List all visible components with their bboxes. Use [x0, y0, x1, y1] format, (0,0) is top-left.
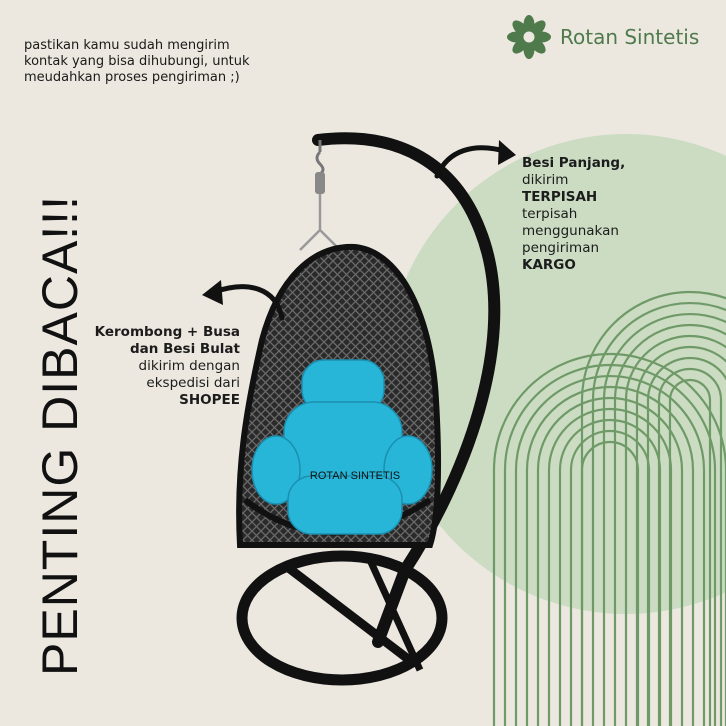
seat-cushion — [287, 475, 403, 535]
chain — [299, 194, 341, 251]
long-pole-heading: Besi Panjang, — [522, 155, 626, 171]
cushion-set — [251, 359, 433, 535]
long-pole-shipping-info: Besi Panjang, dikirim TERPISAH terpisah … — [522, 155, 626, 273]
round-base-frame — [236, 550, 448, 686]
cargo-method: KARGO — [522, 257, 576, 273]
spring — [315, 172, 325, 194]
arch-line-pattern — [492, 290, 726, 726]
flower-logo-icon — [507, 15, 551, 59]
shopee-method: SHOPEE — [179, 392, 240, 408]
long-pole-frame — [312, 132, 501, 648]
green-circle-shape — [386, 134, 726, 614]
basket-shipping-info: Kerombong + Busa dan Besi Bulat dikirim … — [80, 324, 240, 409]
basket-heading-line1: Kerombong + Busa — [94, 324, 240, 340]
arrow-head-left-icon — [202, 280, 223, 305]
separate-emphasis: TERPISAH — [522, 189, 598, 205]
arrow-to-basket-text — [211, 284, 285, 321]
brand-logo: Rotan Sintetis — [506, 14, 699, 60]
arrow-head-right-icon — [498, 140, 516, 165]
basket-heading-line2: dan Besi Bulat — [130, 341, 240, 357]
hanging-hook — [315, 140, 325, 176]
left-side-cushion — [251, 435, 301, 505]
arrow-to-pole — [434, 145, 511, 179]
brand-name: Rotan Sintetis — [560, 25, 700, 49]
cushion-print-label: ROTAN SINTETIS — [309, 470, 401, 482]
contact-note: pastikan kamu sudah mengirim kontak yang… — [24, 38, 250, 85]
